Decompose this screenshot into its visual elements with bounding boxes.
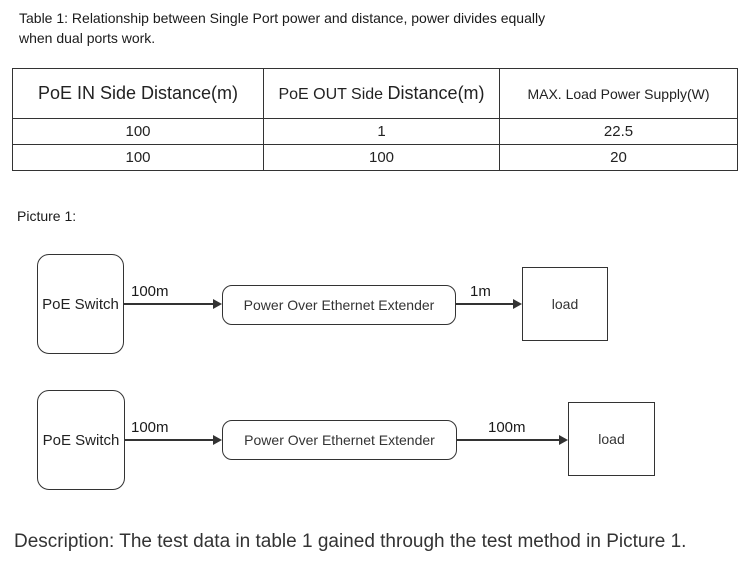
table-caption: Table 1: Relationship between Single Por… (19, 8, 639, 48)
in-distance-label: 100m (131, 419, 169, 436)
power-distance-table: PoE IN Side Distance(m) PoE OUT Side Dis… (12, 68, 738, 171)
caption-line-1: Table 1: Relationship between Single Por… (19, 10, 546, 26)
arrow-right-icon (559, 435, 568, 445)
table-header-row: PoE IN Side Distance(m) PoE OUT Side Dis… (12, 68, 738, 119)
poe-switch-box: PoE Switch (37, 254, 124, 354)
arrow-right-icon (213, 435, 222, 445)
cell-out-distance: 100 (263, 144, 500, 171)
cell-in-distance: 100 (12, 144, 264, 171)
arrow-right-icon (213, 299, 222, 309)
description-text: Description: The test data in table 1 ga… (14, 531, 687, 552)
picture-label: Picture 1: (17, 208, 77, 224)
load-box: load (522, 267, 608, 341)
out-distance-label: 100m (488, 419, 526, 436)
connector-line (456, 303, 514, 305)
cell-in-distance: 100 (12, 118, 264, 145)
table-row: 100 100 20 (12, 144, 738, 171)
arrow-right-icon (513, 299, 522, 309)
header-poe-in-distance: PoE IN Side Distance(m) (12, 68, 264, 119)
header-poe-out-prefix: PoE OUT Side (278, 86, 388, 103)
poe-switch-box: PoE Switch (37, 390, 125, 490)
caption-line-2: when dual ports work. (19, 30, 156, 46)
table-row: 100 1 22.5 (12, 118, 738, 145)
load-box: load (568, 402, 655, 476)
cell-out-distance: 1 (263, 118, 500, 145)
extender-box: Power Over Ethernet Extender (222, 285, 456, 325)
header-poe-out-distance: PoE OUT Side Distance(m) (263, 68, 500, 119)
in-distance-label: 100m (131, 283, 169, 300)
header-poe-out-suffix: Distance(m) (387, 83, 485, 103)
cell-max-power: 20 (499, 144, 738, 171)
header-max-load-power: MAX. Load Power Supply(W) (499, 68, 738, 119)
connector-line (125, 439, 214, 441)
cell-max-power: 22.5 (499, 118, 738, 145)
extender-box: Power Over Ethernet Extender (222, 420, 457, 460)
out-distance-label: 1m (470, 283, 491, 300)
connector-line (124, 303, 214, 305)
connector-line (457, 439, 560, 441)
